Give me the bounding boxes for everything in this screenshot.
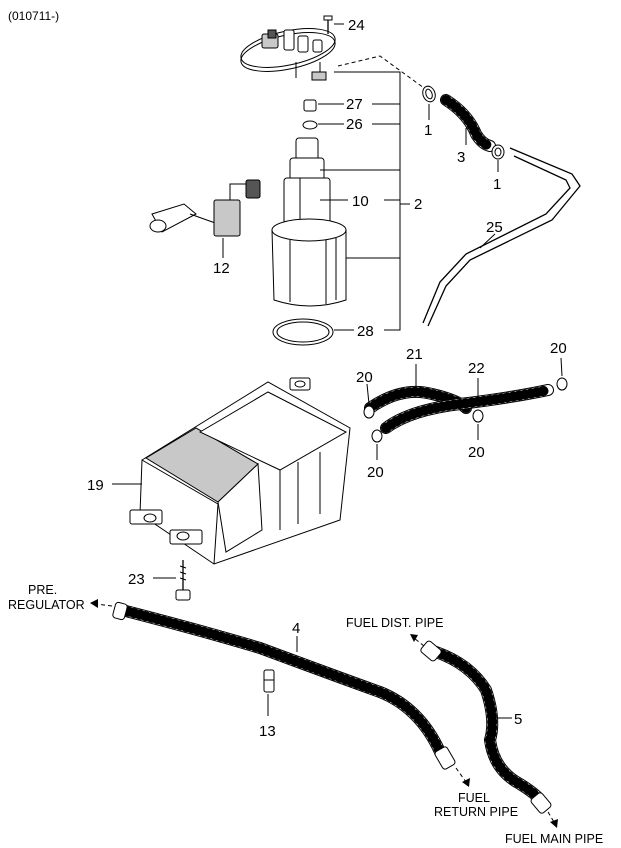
hose-22 [380,384,554,434]
vent-pipe-25 [422,147,581,327]
hose-clip-13 [263,669,275,693]
callout-28: 28 [357,323,374,340]
callout-22: 22 [468,360,485,377]
clamp-1-upper [422,85,436,103]
gasket-28 [272,318,334,346]
pump-flange-plate [240,28,336,81]
callout-24: 24 [348,17,365,34]
callout-20-c: 20 [468,444,485,461]
clamp-1-lower [491,144,505,160]
arrow-to-fuel-dist-pipe [410,634,418,642]
fuel-pump-assembly: 24 1 [149,15,422,346]
label-pre-regulator-line1: PRE. [28,583,57,597]
label-fuel-dist-pipe: FUEL DIST. PIPE [346,616,443,630]
callout-25: 25 [486,219,503,236]
callout-12: 12 [213,260,230,277]
label-fuel-return-line1: FUEL [458,791,490,805]
o-ring-26 [302,120,318,130]
callout-20-b: 20 [367,464,384,481]
bushing-27 [303,99,317,112]
label-fuel-return-line2: RETURN PIPE [434,805,518,819]
callout-4: 4 [292,620,300,637]
pump-motor [283,137,331,225]
clamp-20-d [556,377,568,391]
clamp-20-b [371,429,383,443]
callout-10: 10 [352,193,369,210]
arrow-to-fuel-main-pipe [550,819,558,828]
bolt-23 [175,560,191,601]
callout-21: 21 [406,346,423,363]
fuel-return-hose-4 [112,601,456,770]
canister-19 [129,377,351,565]
callout-23: 23 [128,571,145,588]
callout-1-upper: 1 [424,122,432,139]
callout-2: 2 [414,196,422,213]
vent-hose-3 [440,94,496,152]
arrow-to-fuel-return-pipe [462,778,470,787]
callout-20-d: 20 [550,340,567,357]
callout-20-a: 20 [356,369,373,386]
callout-27: 27 [346,96,363,113]
callout-1-lower: 1 [493,176,501,193]
fuel-level-sender-12 [149,179,261,258]
fuel-reservoir-cup [271,218,347,307]
callout-5: 5 [514,711,522,728]
screw-24 [323,15,333,34]
clamp-20-a [363,405,375,419]
arrow-to-pre-regulator [90,599,98,608]
clamp-20-c [472,409,484,423]
label-pre-regulator-line2: REGULATOR [8,598,85,612]
catalog-code: (010711-) [8,9,59,23]
fuel-main-hose-5 [420,640,552,814]
callout-3: 3 [457,149,465,166]
label-fuel-main-pipe: FUEL MAIN PIPE [505,832,603,846]
callout-13: 13 [259,723,276,740]
callout-26: 26 [346,116,363,133]
callout-19: 19 [87,477,104,494]
